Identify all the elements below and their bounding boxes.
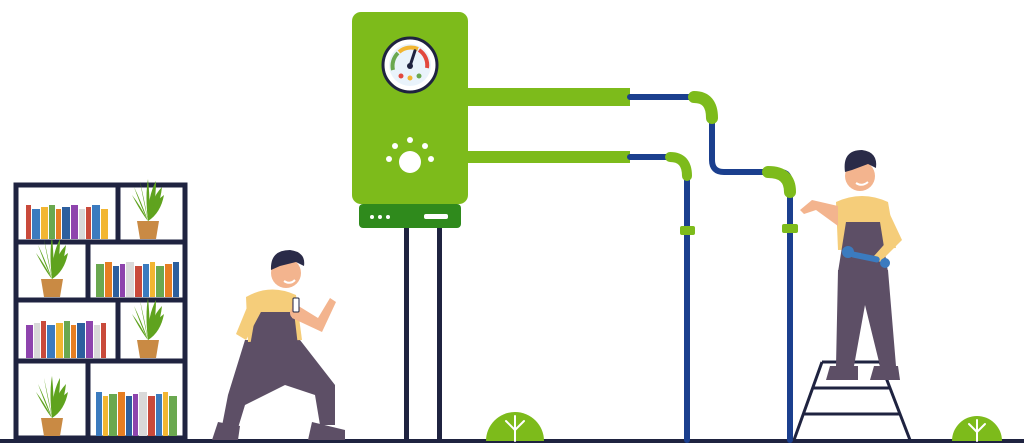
pressure-gauge [381,36,439,94]
worker-left-overalls-legs [222,340,335,428]
book [139,392,147,436]
book [105,262,112,297]
worker-left-arm-left [236,300,262,340]
pipe-lower-green [465,151,630,163]
worker-left-arm-right [292,298,336,332]
book [86,321,93,358]
potted-plant [132,298,164,358]
book [26,325,33,358]
worker-kneeling [212,250,345,440]
book [118,392,125,436]
worker-left-boot-front [308,422,345,440]
worker-right-arm-raised [800,200,838,226]
book [150,262,155,297]
worker-right-legs [836,270,896,366]
potted-plant [36,237,68,297]
book [49,205,55,239]
book [165,264,172,297]
book [126,396,132,436]
book [92,205,100,239]
gauge-light-3 [416,73,422,79]
bookshelf-frame [13,182,188,441]
pipe-joint-elbow-1 [688,91,718,124]
book [109,394,117,436]
book [56,209,61,239]
boiler-base-panel [359,204,461,228]
pipe-joint-elbow-2 [762,166,796,198]
book [32,209,40,239]
potted-plant [132,179,164,239]
bookshelf [13,179,188,441]
book [173,262,179,297]
shelf-plants [36,179,164,436]
boiler-leg-right [437,224,442,440]
book [133,394,138,436]
bush-right [952,416,1002,442]
book [71,205,78,239]
book [96,264,104,297]
pipe-upper-green [465,88,630,106]
book [41,207,48,239]
book [26,205,31,239]
worker-left-phone [292,297,300,313]
boiler-body [352,12,468,204]
worker-right-shoe-left [826,366,858,380]
worker-standing [800,150,902,380]
gauge-scale-red [417,48,430,69]
gauge-scale-green [390,51,400,71]
book [113,266,119,297]
pipe-network-right [627,91,796,443]
book [34,323,40,358]
book [86,207,91,239]
book [169,396,177,436]
book [41,321,46,358]
potted-plant [36,376,68,436]
worker-left-hair [270,250,305,270]
book [143,264,149,297]
boiler [352,12,468,228]
book [120,264,125,297]
pipe-coupling-right [782,224,798,233]
worker-left-bib [250,312,298,346]
book [79,209,85,239]
pipe-upper-blue [627,94,793,443]
worker-right-arm-down [874,206,902,262]
wrench-icon [842,246,890,268]
bush-center [486,412,544,442]
book [101,323,106,358]
boiler-base-dots [370,214,448,219]
boiler-leg-left [404,224,409,440]
book [77,323,85,358]
book [94,325,100,358]
book [156,394,162,436]
book [47,325,55,358]
worker-right-hair [844,150,877,172]
book [156,266,164,297]
book [103,396,108,436]
worker-right-shoe-right [870,366,900,380]
book [126,262,134,297]
gauge-light-1 [398,73,404,79]
worker-left-boot-back [212,422,240,440]
book [62,207,70,239]
gauge-scale-yellow [397,45,419,54]
worker-right-smile [855,181,869,186]
flame-sun-icon [386,137,434,173]
pipe-coupling-left [680,226,695,235]
book [163,392,168,436]
book [148,396,155,436]
books-group [26,205,179,436]
worker-left-smile [283,279,296,284]
book [56,323,63,358]
gauge-light-2 [407,75,413,81]
gauge-pivot [407,63,413,69]
pipe-joint-elbow-3 [665,152,692,181]
pipe-lower-blue [627,154,690,443]
book [71,325,76,358]
book [101,209,108,239]
book [135,266,142,297]
book [64,321,70,358]
book [96,392,102,436]
